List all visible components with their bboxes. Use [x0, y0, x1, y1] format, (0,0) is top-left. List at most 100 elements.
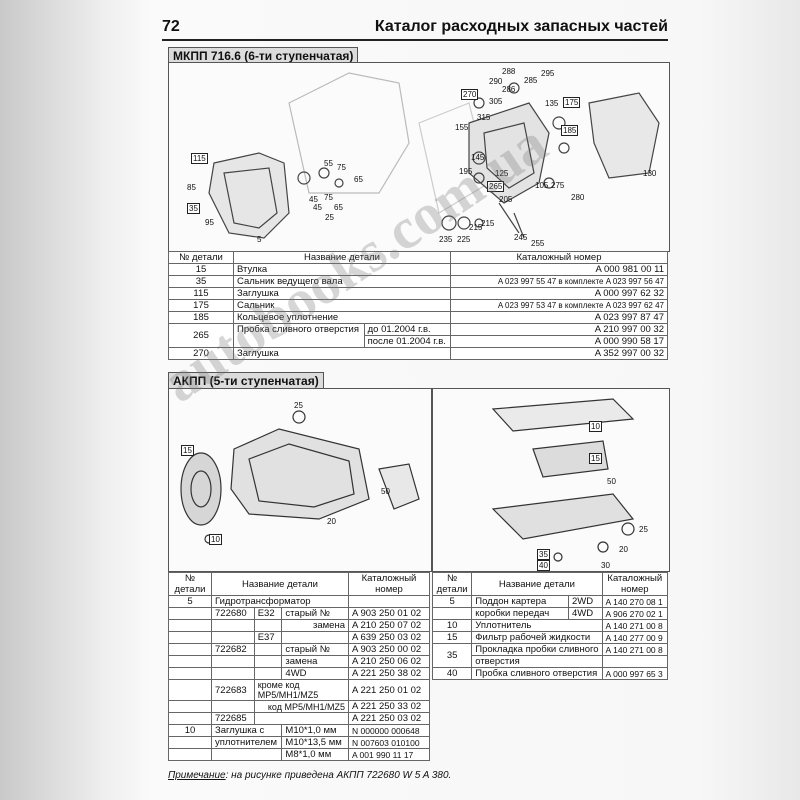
catalog-no: A 903 250 00 02 [348, 643, 430, 656]
table-row: замена A 210 250 06 02 [168, 655, 430, 668]
callout-40: 40 [537, 560, 550, 571]
automatic-parts-table-right: № детали Название детали Каталожный номе… [431, 572, 669, 680]
table-row: код MP5/MH1/MZ5 A 221 250 33 02 [168, 700, 430, 713]
callout-50: 50 [381, 487, 390, 496]
table-row: 10 Заглушка с M10*1,0 мм N 000000 000648 [168, 724, 430, 737]
part-no [168, 619, 212, 632]
callout-75b: 75 [324, 193, 333, 202]
table-row: замена A 210 250 07 02 [168, 619, 430, 632]
oil-pan-diagram [491, 398, 635, 562]
callout-65: 65 [354, 175, 363, 184]
engine-code [253, 643, 283, 656]
table-row: 722685 A 221 250 03 02 [168, 712, 430, 725]
callout-50: 50 [607, 477, 616, 486]
table-row: M8*1,0 мм A 001 990 11 17 [168, 748, 430, 761]
catalog-no: A 903 250 01 02 [348, 607, 430, 620]
table-row: коробки передач 4WD A 906 270 02 1 [431, 607, 669, 620]
variant: замена [281, 655, 349, 668]
part-no: 15 [431, 631, 473, 644]
part-name: Заглушка с [210, 724, 283, 737]
catalog-no: A 639 250 03 02 [348, 631, 430, 644]
part-name: Пробка сливного отверстия [471, 667, 603, 680]
part-no: 265 [168, 323, 234, 348]
model-code [211, 700, 255, 713]
model-code [211, 667, 255, 680]
part-no [168, 736, 212, 749]
callout-315: 315 [477, 113, 491, 122]
part-no: 270 [168, 347, 234, 360]
callout-288: 288 [502, 67, 516, 76]
part-no [431, 607, 473, 620]
callout-45: 45 [309, 195, 318, 204]
table-row: 15 Втулка A 000 981 00 11 [168, 263, 668, 276]
engine-code: E37 [253, 631, 283, 644]
callout-15: 15 [181, 445, 194, 456]
part-no [168, 631, 212, 644]
callout-125: 125 [495, 169, 509, 178]
model-code [211, 619, 255, 632]
model-code: 722682 [211, 643, 255, 656]
callout-130: 130 [643, 169, 657, 178]
table-header-row: № детали Название детали Каталожный номе… [168, 251, 668, 264]
column-header-part-no: № детали [168, 251, 234, 264]
part-name: уплотнителем [210, 736, 283, 749]
column-header-part-name: Название детали [471, 572, 603, 596]
callout-280: 280 [571, 193, 585, 202]
part-name: Поддон картера [471, 595, 569, 608]
variant: код MP5/MH1/MZ5 [253, 700, 350, 713]
table-row: 722680 E32 старый № A 903 250 01 02 [168, 607, 430, 620]
callout-255: 255 [531, 239, 545, 248]
callout-145: 145 [471, 153, 485, 162]
gearbox-exploded-diagram [208, 72, 660, 239]
thread-size: M10*1,0 мм [281, 724, 349, 737]
table-row: 265 Пробка сливного отверстия до 01.2004… [168, 323, 668, 348]
figure-manual-gearbox: 115 85 35 95 5 55 75 65 45 75 65 45 25 2… [168, 62, 670, 252]
catalog-no: A 221 250 01 02 [348, 679, 430, 701]
part-no [168, 607, 212, 620]
catalog-no [348, 595, 430, 608]
engine-code [253, 655, 283, 668]
table-row: 15 Фильтр рабочей жидкости A 140 277 00 … [431, 631, 669, 644]
thread-size: M8*1,0 мм [281, 748, 349, 761]
variant: замена [281, 619, 349, 632]
column-header-part-no: № детали [168, 572, 212, 596]
catalog-no: A 023 997 87 47 [450, 311, 668, 324]
model-code [211, 631, 255, 644]
part-name [210, 748, 283, 761]
callout-285: 285 [524, 76, 538, 85]
table-row: 722682 старый № A 903 250 00 02 [168, 643, 430, 656]
part-no: 10 [431, 619, 473, 632]
variant: кроме код MP5/MH1/MZ5 [253, 679, 350, 701]
column-header-catalog-no: Каталожный номер [348, 572, 430, 596]
callout-5: 5 [257, 235, 262, 244]
part-no: 5 [168, 595, 212, 608]
callout-215: 215 [481, 219, 495, 228]
section-title-automatic: АКПП (5-ти ступенчатая) [168, 372, 324, 390]
catalog-no: A 000 997 65 3 [601, 667, 669, 680]
catalog-no: A 352 997 00 32 [450, 347, 668, 360]
part-no [168, 712, 212, 725]
engine-code: E32 [253, 607, 283, 620]
table-row: 185 Кольцевое уплотнение A 023 997 87 47 [168, 311, 668, 324]
manual-parts-table: № детали Название детали Каталожный номе… [168, 251, 668, 360]
catalog-no: A 140 277 00 9 [601, 631, 669, 644]
part-no: 5 [431, 595, 473, 608]
table-row: 10 Уплотнитель A 140 271 00 8 [431, 619, 669, 632]
section-title-manual: МКПП 716.6 (6-ти ступенчатая) [168, 47, 359, 65]
catalog-no: A 140 271 00 8 [601, 619, 669, 632]
model-code: 722680 [211, 607, 255, 620]
part-no [168, 667, 212, 680]
variant [281, 631, 349, 644]
footnote: Примечание: на рисунке приведена АКПП 72… [168, 770, 451, 781]
catalog-no: A 221 250 33 02 [348, 700, 430, 713]
callout-10: 10 [209, 534, 222, 545]
part-name: коробки передач [471, 607, 569, 620]
callout-25: 25 [639, 525, 648, 534]
automatic-parts-table-left: № детали Название детали Каталожный номе… [168, 572, 430, 761]
variant: старый № [281, 643, 349, 656]
catalog-no: A 023 997 55 47 в комплекте A 023 997 56… [450, 275, 668, 288]
variant: 4WD [281, 667, 349, 680]
part-name: Прокладка пробки сливного [471, 643, 603, 656]
callout-55: 55 [324, 159, 333, 168]
